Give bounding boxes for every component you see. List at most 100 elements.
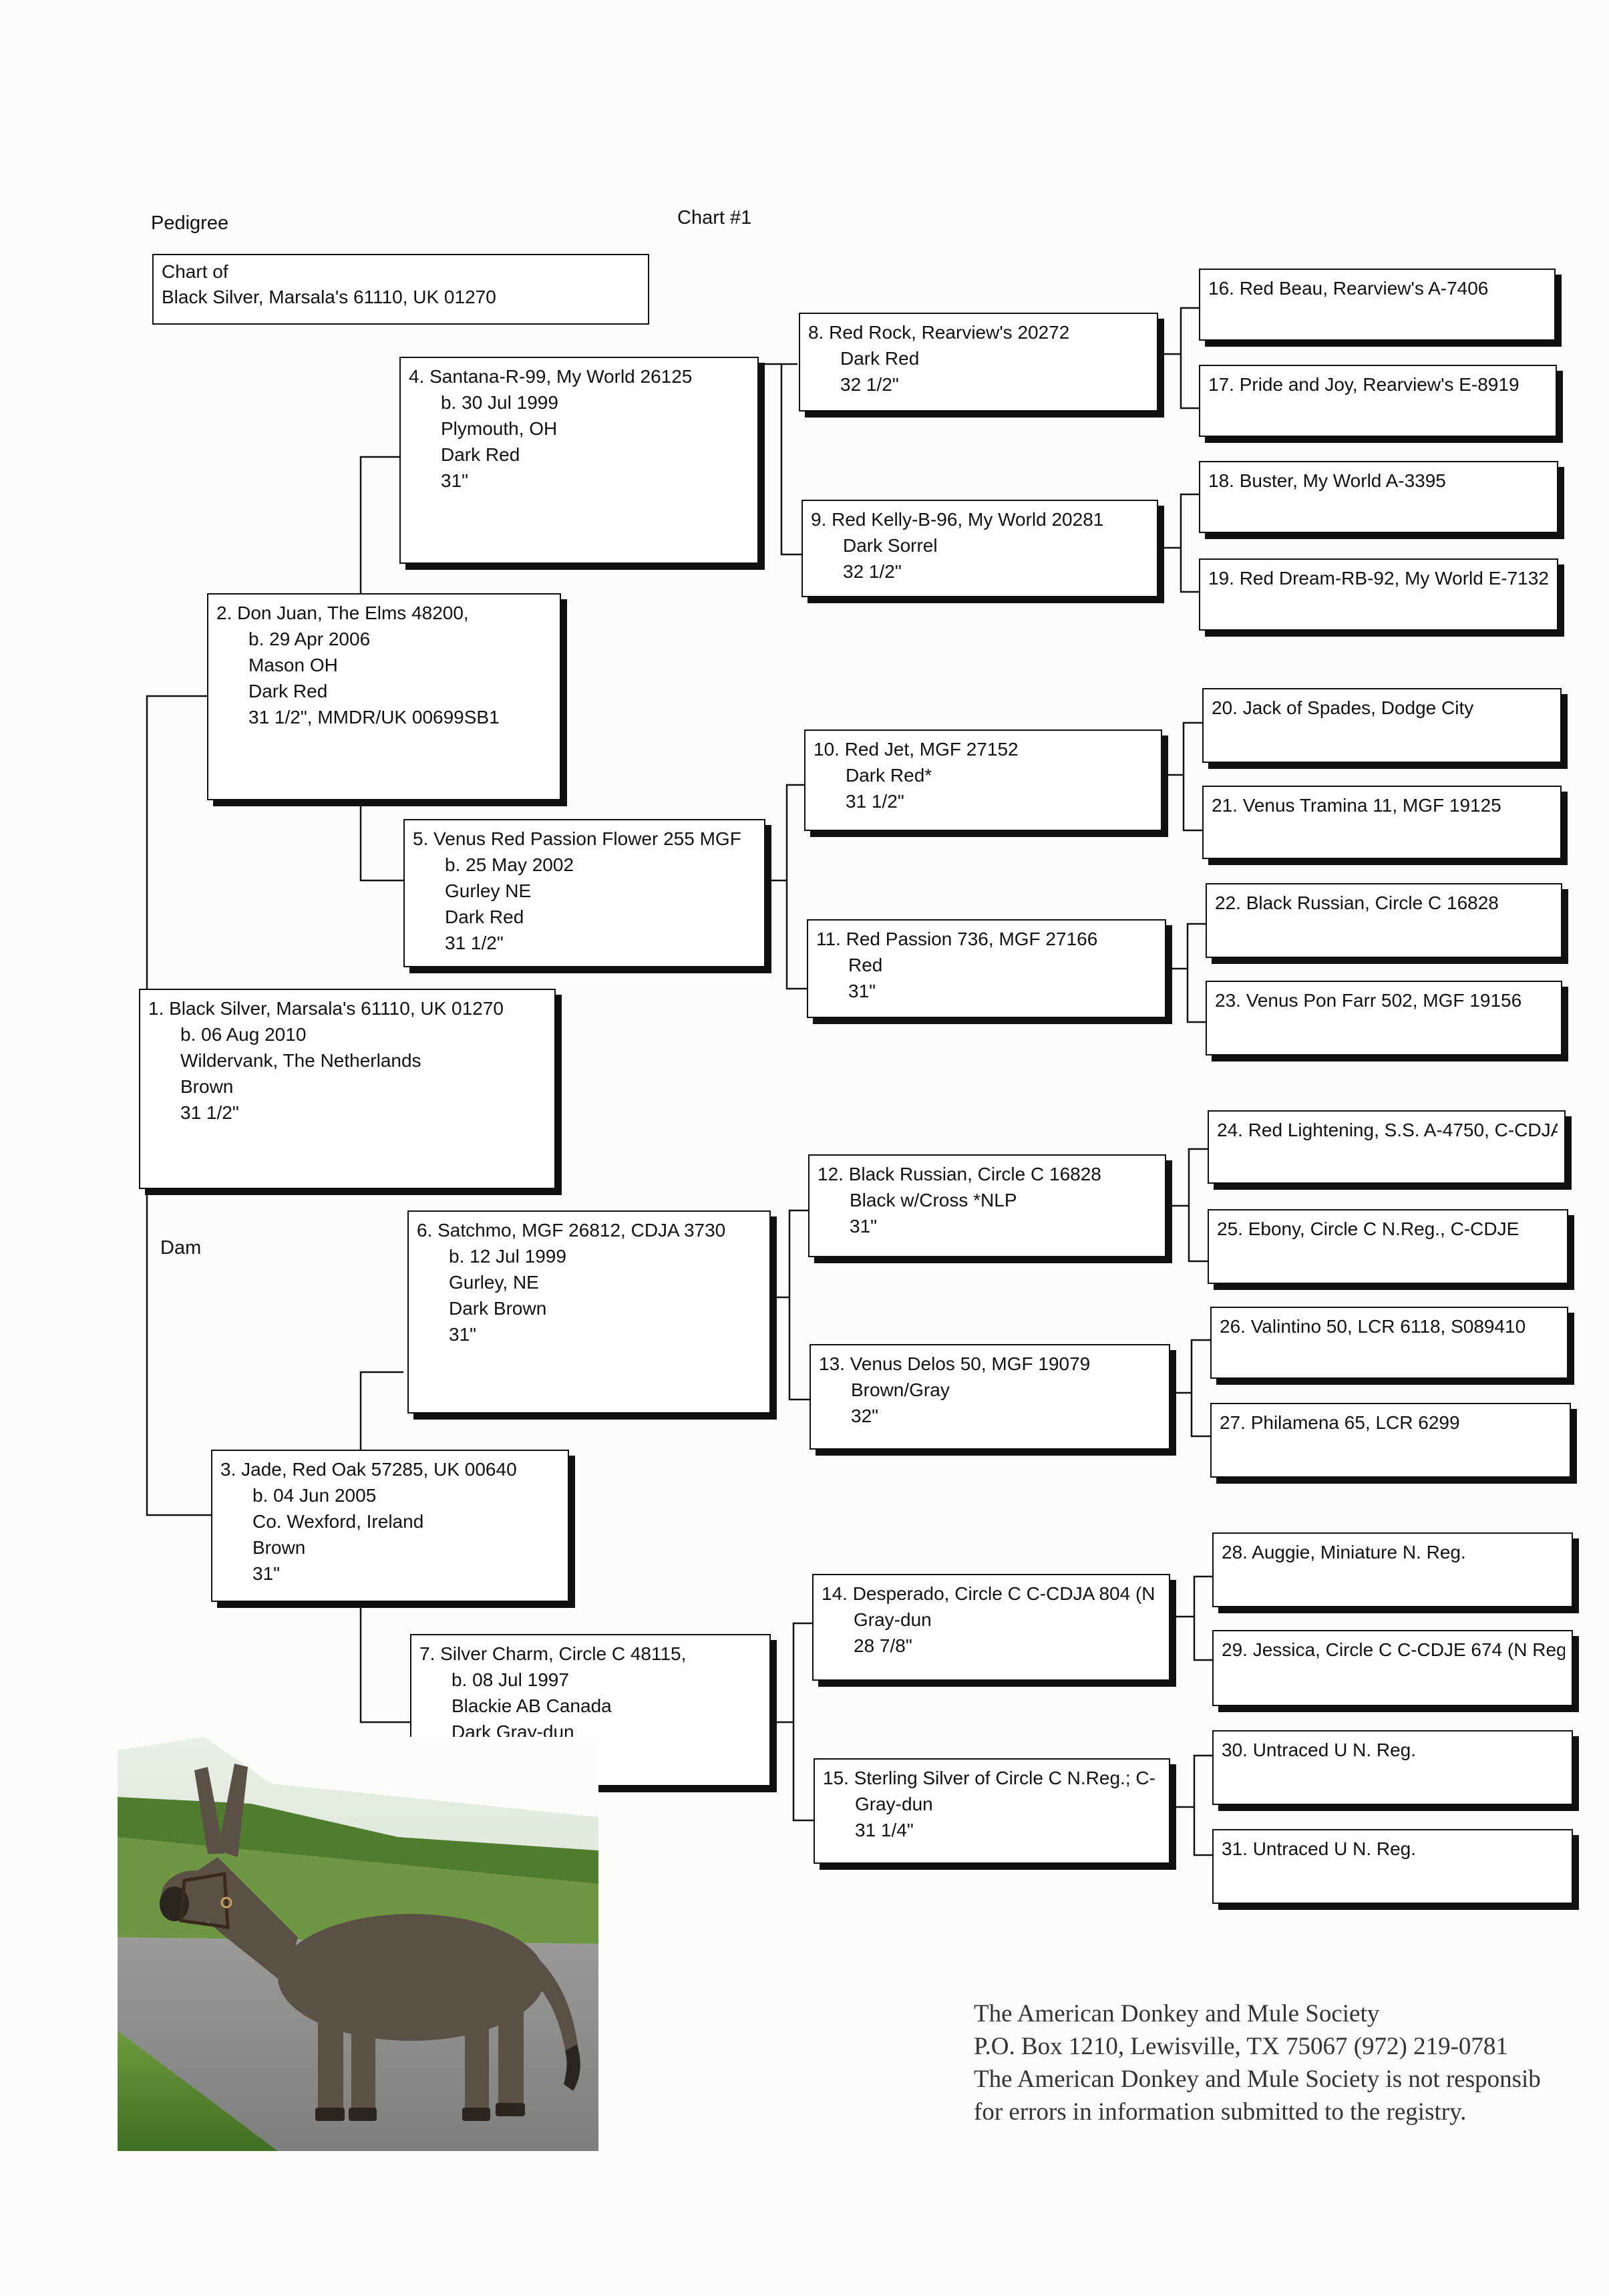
animal-23-box: 23. Venus Pon Farr 502, MGF 19156 (1206, 981, 1562, 1055)
animal-12-color: Black w/Cross *NLP (850, 1190, 1017, 1210)
animal-4-box: 4. Santana-R-99, My World 26125 b. 30 Ju… (399, 357, 759, 564)
animal-25-box: 25. Ebony, Circle C N.Reg., C-CDJE (1208, 1209, 1568, 1284)
animal-19-name: 19. Red Dream-RB-92, My World E-7132 (1208, 568, 1549, 589)
animal-2-place: Mason OH (248, 655, 338, 675)
animal-20-name: 20. Jack of Spades, Dodge City (1212, 697, 1474, 718)
animal-11-box: 11. Red Passion 736, MGF 27166 Red 31" (807, 919, 1166, 1018)
animal-1-place: Wildervank, The Netherlands (180, 1050, 421, 1071)
animal-3-height: 31" (252, 1563, 281, 1584)
animal-15-color: Gray-dun (855, 1794, 933, 1814)
animal-24-box: 24. Red Lightening, S.S. A-4750, C-CDJA (1208, 1110, 1566, 1184)
animal-31-name: 31. Untraced U N. Reg. (1222, 1838, 1417, 1859)
animal-2-height: 31 1/2", MMDR/UK 00699SB1 (248, 707, 500, 727)
animal-4-height: 31" (441, 470, 469, 491)
animal-30-name: 30. Untraced U N. Reg. (1222, 1740, 1417, 1760)
animal-23-name: 23. Venus Pon Farr 502, MGF 19156 (1215, 990, 1522, 1011)
animal-6-birth: b. 12 Jul 1999 (449, 1246, 566, 1267)
animal-4-name: 4. Santana-R-99, My World 26125 (409, 366, 693, 387)
footer-disclaimer-1: The American Donkey and Mule Society is … (974, 2066, 1541, 2093)
animal-7-place: Blackie AB Canada (452, 1695, 612, 1716)
animal-1-name: 1. Black Silver, Marsala's 61110, UK 012… (148, 998, 504, 1019)
animal-3-name: 3. Jade, Red Oak 57285, UK 00640 (220, 1459, 517, 1480)
animal-27-name: 27. Philamena 65, LCR 6299 (1220, 1412, 1460, 1433)
animal-16-box: 16. Red Beau, Rearview's A-7406 (1199, 269, 1556, 341)
page-title: Pedigree (151, 212, 229, 234)
animal-2-box: 2. Don Juan, The Elms 48200, b. 29 Apr 2… (207, 593, 561, 800)
animal-10-box: 10. Red Jet, MGF 27152 Dark Red* 31 1/2" (804, 729, 1162, 831)
animal-4-color: Dark Red (441, 444, 520, 465)
chart-number: Chart #1 (677, 207, 752, 228)
animal-15-name: 15. Sterling Silver of Circle C N.Reg.; … (823, 1768, 1155, 1788)
animal-14-box: 14. Desperado, Circle C C-CDJA 804 (N Gr… (812, 1574, 1170, 1681)
animal-19-box: 19. Red Dream-RB-92, My World E-7132 (1199, 558, 1558, 631)
animal-22-name: 22. Black Russian, Circle C 16828 (1215, 892, 1499, 913)
animal-28-name: 28. Auggie, Miniature N. Reg. (1222, 1542, 1466, 1563)
animal-9-box: 9. Red Kelly-B-96, My World 20281 Dark S… (801, 500, 1158, 597)
animal-29-name: 29. Jessica, Circle C C-CDJE 674 (N Reg (1222, 1639, 1565, 1660)
animal-3-birth: b. 04 Jun 2005 (252, 1485, 377, 1506)
animal-7-name: 7. Silver Charm, Circle C 48115, (419, 1643, 687, 1664)
animal-26-box: 26. Valintino 50, LCR 6118, S089410 (1210, 1307, 1568, 1379)
animal-5-place: Gurley NE (445, 880, 532, 901)
animal-11-color: Red (848, 955, 883, 975)
animal-10-name: 10. Red Jet, MGF 27152 (814, 739, 1019, 760)
animal-29-box: 29. Jessica, Circle C C-CDJE 674 (N Reg (1212, 1630, 1573, 1706)
chart-of-label: Chart of (162, 261, 228, 282)
dam-label: Dam (160, 1237, 202, 1259)
animal-16-name: 16. Red Beau, Rearview's A-7406 (1208, 278, 1489, 299)
animal-14-height: 28 7/8" (854, 1635, 912, 1656)
chart-of-subject: Black Silver, Marsala's 61110, UK 01270 (162, 287, 496, 307)
animal-10-color: Dark Red* (846, 765, 932, 786)
animal-26-name: 26. Valintino 50, LCR 6118, S089410 (1220, 1316, 1526, 1337)
animal-14-color: Gray-dun (854, 1609, 932, 1630)
animal-13-box: 13. Venus Delos 50, MGF 19079 Brown/Gray… (810, 1344, 1170, 1450)
animal-8-height: 32 1/2" (840, 374, 899, 395)
animal-24-name: 24. Red Lightening, S.S. A-4750, C-CDJA (1217, 1120, 1558, 1140)
animal-3-place: Co. Wexford, Ireland (252, 1511, 424, 1532)
animal-12-height: 31" (850, 1216, 878, 1237)
animal-1-box: 1. Black Silver, Marsala's 61110, UK 012… (139, 989, 556, 1189)
animal-11-name: 11. Red Passion 736, MGF 27166 (816, 929, 1098, 949)
animal-14-name: 14. Desperado, Circle C C-CDJA 804 (N (822, 1583, 1155, 1604)
animal-9-height: 32 1/2" (843, 561, 902, 582)
society-footer: The American Donkey and Mule Society P.O… (974, 1997, 1609, 2128)
animal-17-name: 17. Pride and Joy, Rearview's E-8919 (1208, 374, 1519, 395)
animal-7-birth: b. 08 Jul 1997 (452, 1669, 569, 1690)
animal-6-height: 31" (449, 1324, 477, 1345)
animal-31-box: 31. Untraced U N. Reg. (1212, 1829, 1573, 1904)
animal-9-name: 9. Red Kelly-B-96, My World 20281 (811, 509, 1104, 530)
animal-13-name: 13. Venus Delos 50, MGF 19079 (819, 1353, 1091, 1374)
animal-17-box: 17. Pride and Joy, Rearview's E-8919 (1199, 365, 1557, 437)
animal-8-color: Dark Red (840, 348, 920, 369)
animal-12-box: 12. Black Russian, Circle C 16828 Black … (808, 1154, 1166, 1257)
animal-30-box: 30. Untraced U N. Reg. (1212, 1730, 1573, 1805)
animal-3-box: 3. Jade, Red Oak 57285, UK 00640 b. 04 J… (211, 1450, 569, 1602)
animal-5-height: 31 1/2" (445, 933, 504, 953)
animal-1-height: 31 1/2" (180, 1102, 239, 1123)
animal-18-box: 18. Buster, My World A-3395 (1199, 461, 1558, 533)
animal-2-birth: b. 29 Apr 2006 (248, 629, 371, 649)
animal-12-name: 12. Black Russian, Circle C 16828 (818, 1164, 1101, 1184)
animal-9-color: Dark Sorrel (843, 535, 938, 556)
animal-6-box: 6. Satchmo, MGF 26812, CDJA 3730 b. 12 J… (407, 1210, 771, 1414)
animal-25-name: 25. Ebony, Circle C N.Reg., C-CDJE (1217, 1218, 1519, 1239)
animal-4-place: Plymouth, OH (441, 418, 558, 439)
animal-28-box: 28. Auggie, Miniature N. Reg. (1212, 1532, 1573, 1607)
animal-5-box: 5. Venus Red Passion Flower 255 MGF b. 2… (403, 819, 765, 967)
animal-6-name: 6. Satchmo, MGF 26812, CDJA 3730 (417, 1220, 726, 1241)
footer-society-name: The American Donkey and Mule Society (974, 2000, 1380, 2027)
animal-21-box: 21. Venus Tramina 11, MGF 19125 (1202, 786, 1562, 859)
footer-address: P.O. Box 1210, Lewisville, TX 75067 (972… (974, 2033, 1508, 2060)
animal-5-color: Dark Red (445, 907, 524, 927)
chart-of-box: Chart of Black Silver, Marsala's 61110, … (152, 254, 649, 325)
animal-20-box: 20. Jack of Spades, Dodge City (1202, 688, 1562, 763)
animal-1-color: Brown (180, 1076, 234, 1097)
footer-disclaimer-2: for errors in information submitted to t… (974, 2098, 1467, 2126)
animal-6-place: Gurley, NE (449, 1272, 539, 1293)
animal-13-height: 32" (851, 1406, 879, 1426)
animal-8-name: 8. Red Rock, Rearview's 20272 (808, 322, 1070, 343)
animal-2-color: Dark Red (248, 681, 328, 701)
animal-13-color: Brown/Gray (851, 1379, 950, 1400)
animal-11-height: 31" (848, 981, 876, 1001)
